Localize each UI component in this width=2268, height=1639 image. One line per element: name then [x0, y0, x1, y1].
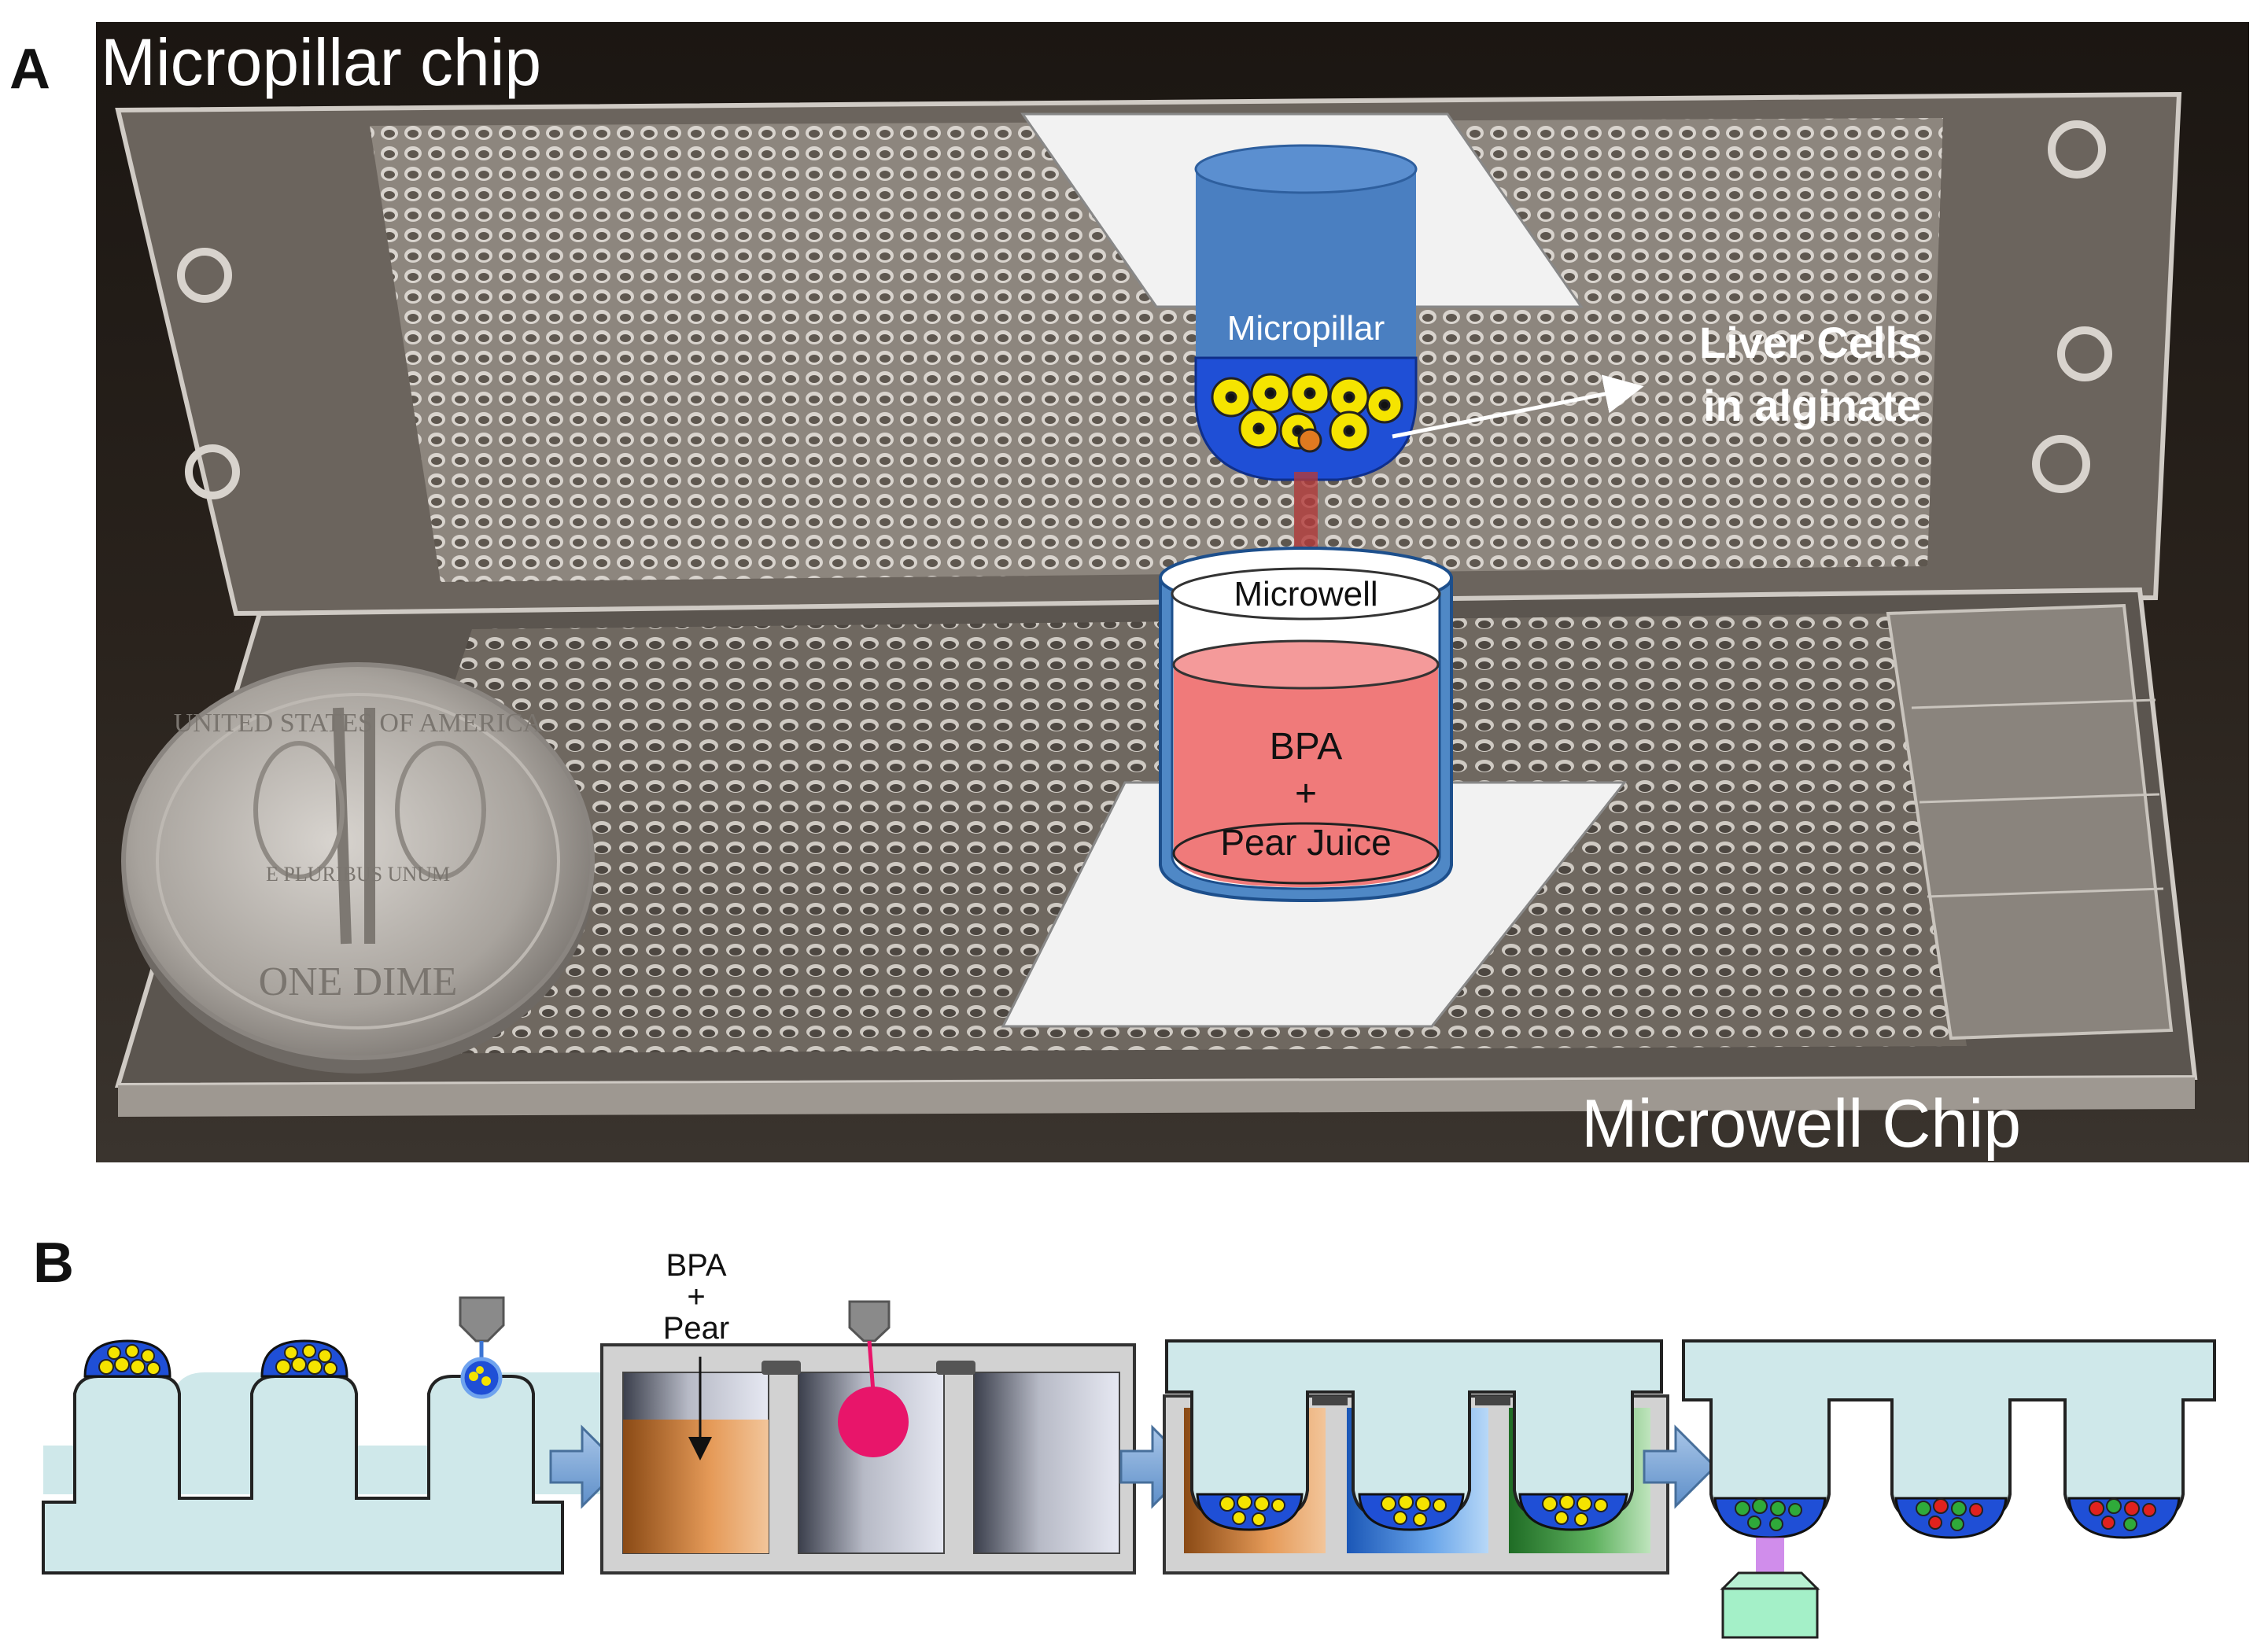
dispenser-nozzle-2	[848, 1300, 891, 1343]
liquid-label-line3: Pear Juice	[1220, 822, 1391, 863]
liquid-label-line1: BPA	[1270, 726, 1342, 768]
step2-well-dispensing: BPA + Pear	[600, 1248, 1136, 1575]
panel-b: B	[33, 1232, 2216, 1639]
coin-text-top: UNITED STATES OF AMERICA	[174, 709, 543, 738]
bpa-label-line3: Pear	[663, 1311, 730, 1346]
micropillar-chip-photo	[115, 91, 2182, 617]
micropillar-chip-title: Micropillar chip	[101, 25, 541, 99]
step4-staining-detection	[1682, 1339, 2216, 1639]
cells-pointer-arrow	[1392, 374, 1644, 439]
microwell-schematic: Microwell BPA + Pear Juice	[1001, 547, 1628, 1028]
micropillar-label: Micropillar	[1227, 309, 1385, 348]
bpa-label-line1: BPA	[666, 1248, 726, 1283]
panel-b-letter: B	[33, 1232, 74, 1295]
bpa-label-line2: +	[687, 1280, 705, 1314]
coin-text-bottom: ONE DIME	[259, 959, 458, 1004]
microwell-chip-title: Microwell Chip	[1581, 1086, 2021, 1162]
bottom-plane	[1001, 781, 1628, 1028]
compound-drop	[838, 1387, 909, 1457]
excitation-beam	[1756, 1538, 1784, 1573]
step3-sandwich	[1163, 1339, 1669, 1575]
microwell-label: Microwell	[1234, 575, 1377, 613]
step1-chip	[42, 1296, 564, 1575]
dispenser-nozzle	[459, 1296, 505, 1343]
panel-a-letter: A	[9, 38, 50, 101]
cells-label-line2: in alginate	[1703, 381, 1921, 430]
micropillar-schematic: Micropillar Liver Cells in alginate	[1020, 112, 1922, 481]
coin-motto: E PLURIBUS UNUM	[266, 863, 450, 886]
liver-cells	[1211, 373, 1403, 453]
cells-label-line1: Liver Cells	[1699, 318, 1922, 367]
detector-icon	[1721, 1587, 1819, 1639]
dime-coin: UNITED STATES OF AMERICA E PLURIBUS UNUM…	[121, 662, 595, 1074]
panel-a: UNITED STATES OF AMERICA E PLURIBUS UNUM…	[96, 22, 2249, 1162]
liquid-label-line2: +	[1295, 773, 1317, 815]
step-arrow-3	[1643, 1424, 1717, 1509]
